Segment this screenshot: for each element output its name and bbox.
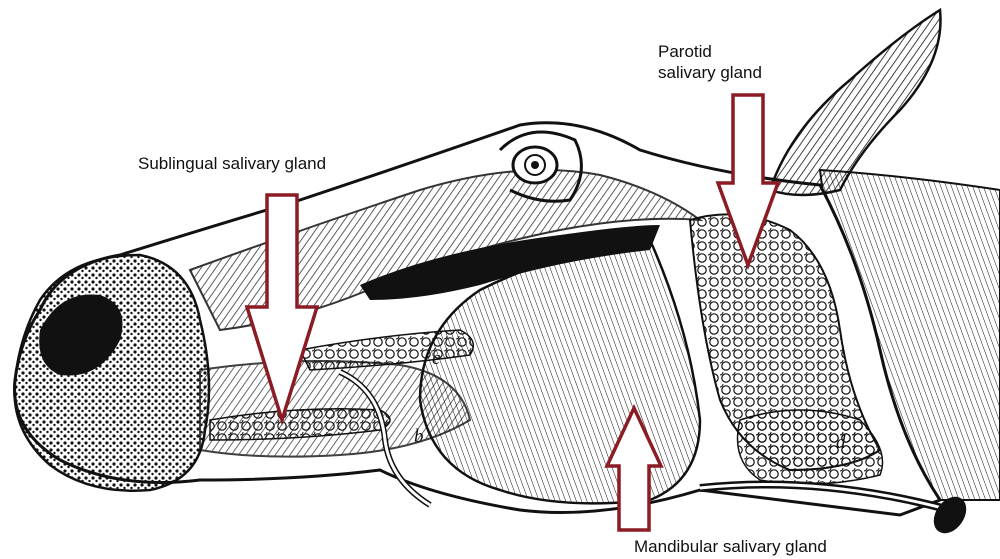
muzzle — [13, 253, 211, 492]
letter-c: c — [432, 348, 441, 369]
mandibular-label: Mandibular salivary gland — [634, 537, 827, 556]
dark-groove — [360, 225, 660, 300]
arrow-parotid — [715, 93, 781, 271]
sublingual-label: Sublingual salivary gland — [138, 154, 327, 173]
ear — [768, 7, 942, 197]
sublingual-gland-shape — [209, 408, 391, 441]
gland-c-shape — [298, 329, 475, 371]
mandibular-gland-shape — [736, 409, 884, 485]
parotid-label: Parotid salivary gland — [658, 41, 762, 83]
parotid-label-line1: Parotid — [658, 42, 712, 61]
nostril — [39, 294, 123, 376]
arrow-mandibular — [604, 403, 664, 532]
letter-d: d — [836, 432, 846, 453]
letter-b: b — [414, 426, 424, 447]
arrow-sublingual — [244, 193, 320, 426]
parotid-label-line2: salivary gland — [658, 63, 762, 82]
